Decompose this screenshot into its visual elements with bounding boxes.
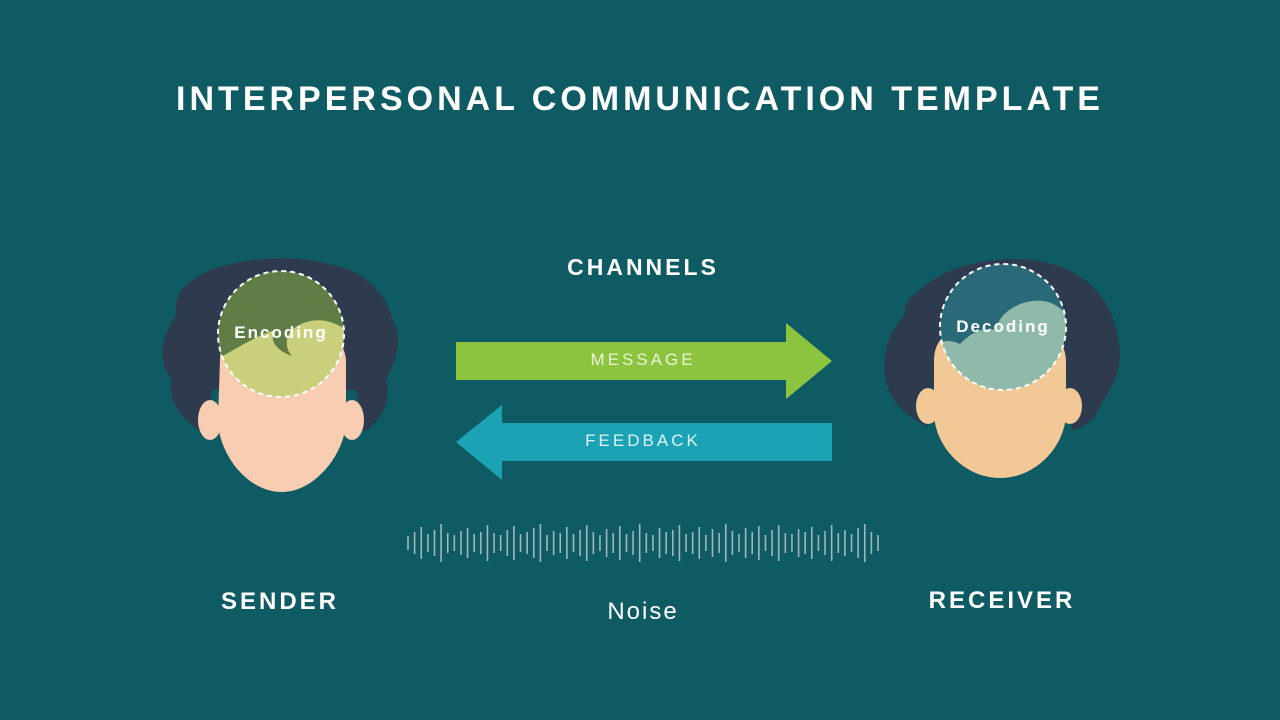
encoding-circle [217, 270, 345, 398]
sender-label: SENDER [220, 588, 340, 615]
sender-head-icon [162, 258, 399, 492]
noise-label: Noise [607, 598, 679, 625]
decoding-circle [939, 263, 1067, 391]
noise-waveform [407, 524, 879, 562]
diagram-title: INTERPERSONAL COMMUNICATION TEMPLATE [176, 80, 1104, 118]
receiver-head-icon [884, 259, 1121, 478]
message-arrow [456, 323, 832, 399]
channels-label: CHANNELS [567, 254, 719, 280]
receiver-label: RECEIVER [928, 587, 1076, 614]
feedback-label: FEEDBACK [585, 431, 701, 450]
sender-left-ear [198, 400, 222, 440]
sender-right-ear [340, 400, 364, 440]
encoding-label: Encoding [234, 323, 328, 342]
decoding-label: Decoding [956, 317, 1050, 336]
feedback-arrow [456, 405, 832, 480]
receiver-right-ear [1058, 388, 1082, 424]
message-label: MESSAGE [590, 350, 696, 369]
receiver-left-ear [916, 388, 940, 424]
